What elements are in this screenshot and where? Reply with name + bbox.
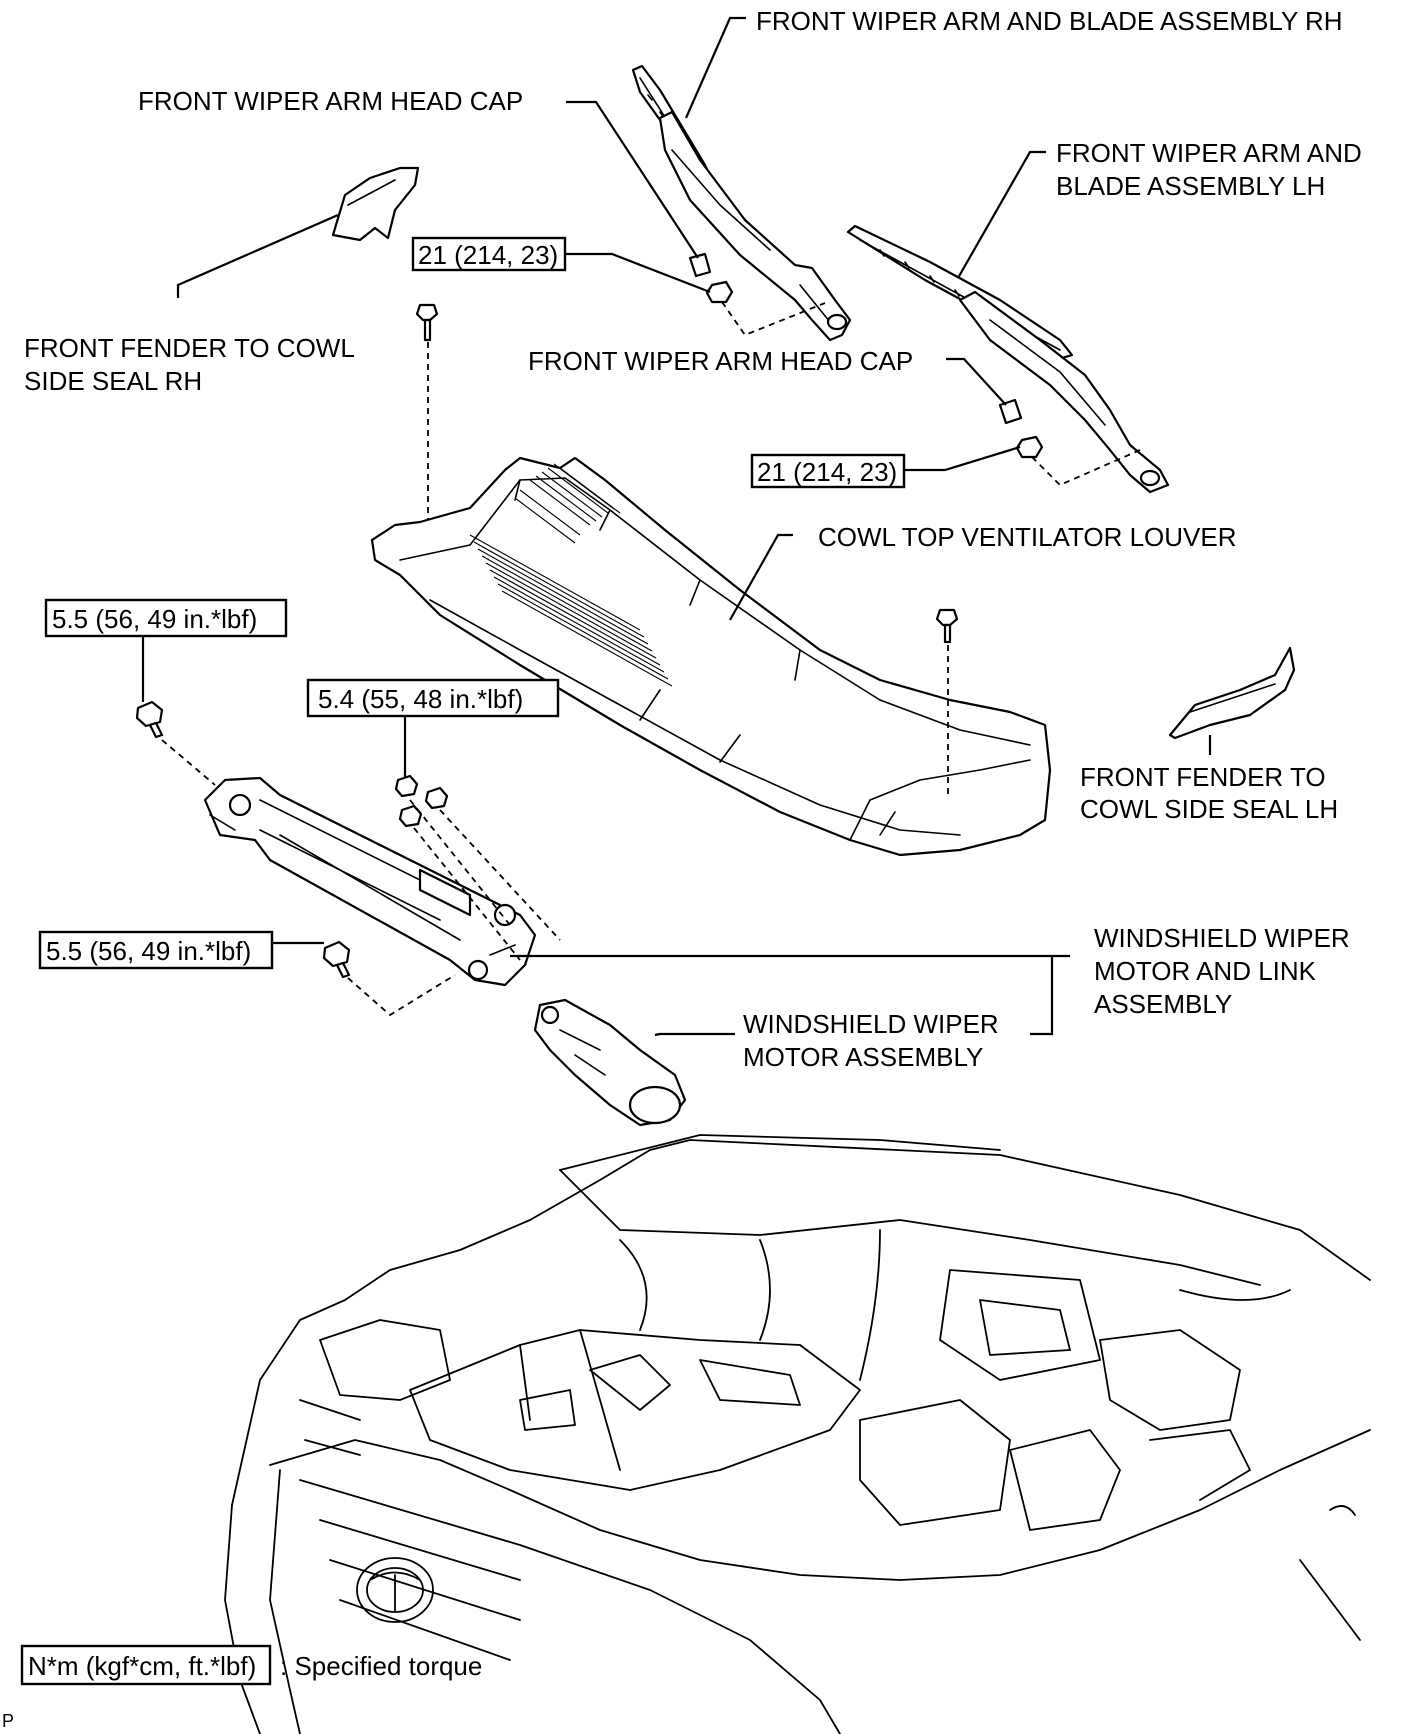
legend-description: : Specified torque: [280, 1651, 482, 1681]
leader-lines: [141, 16, 1212, 1037]
wiper-arm-lh: [846, 224, 1170, 494]
vehicle-engine-bay: [224, 1134, 1371, 1734]
label-motor-1: WINDSHIELD WIPER: [743, 1009, 999, 1039]
corner-mark: P: [2, 1711, 14, 1731]
wiper-arm-rh: [631, 64, 852, 342]
torque-specs: 21 (214, 23) 21 (214, 23) 5.5 (56, 49 in…: [38, 236, 906, 970]
label-wiper-arm-rh: FRONT WIPER ARM AND BLADE ASSEMBLY RH: [756, 6, 1343, 36]
nut-rh-dash: [721, 301, 826, 337]
label-fender-seal-lh-1: FRONT FENDER TO: [1080, 762, 1326, 792]
part-labels: FRONT WIPER ARM AND BLADE ASSEMBLY RH FR…: [24, 6, 1362, 1072]
label-head-cap-1: FRONT WIPER ARM HEAD CAP: [138, 86, 523, 116]
label-fender-seal-rh-2: SIDE SEAL RH: [24, 366, 202, 396]
legend-unit: N*m (kgf*cm, ft.*lbf): [28, 1651, 256, 1681]
label-motor-link-1: WINDSHIELD WIPER: [1094, 923, 1350, 953]
nut-lh: [1015, 435, 1044, 459]
clip-lh: [935, 608, 959, 644]
label-motor-link-3: ASSEMBLY: [1094, 989, 1232, 1019]
vehicle-emblem: [356, 1557, 434, 1623]
torque-box-arm-nut-lh: [750, 453, 906, 489]
bolt-link-lower-dash: [347, 974, 456, 1017]
fender-seal-lh: [1168, 646, 1296, 740]
legend-unit-box: [20, 1644, 272, 1686]
label-wiper-arm-lh-1: FRONT WIPER ARM AND: [1056, 138, 1362, 168]
bolts-motor-dash: [409, 799, 561, 961]
wiper-link-assembly: [203, 776, 537, 987]
torque-box-link-upper: [44, 598, 288, 638]
clip-rh: [415, 303, 439, 342]
torque-box-motor-bolts: [306, 678, 560, 718]
torque-arm-nut-rh: 21 (214, 23): [418, 240, 558, 270]
label-motor-link-2: MOTOR AND LINK: [1094, 956, 1317, 986]
torque-box-arm-nut-rh: [411, 236, 567, 272]
head-cap-lh: [998, 398, 1023, 425]
torque-arm-nut-lh: 21 (214, 23): [757, 457, 897, 487]
label-fender-seal-rh-1: FRONT FENDER TO COWL: [24, 333, 355, 363]
fender-seal-rh: [331, 166, 420, 242]
label-wiper-arm-lh-2: BLADE ASSEMBLY LH: [1056, 171, 1325, 201]
torque-legend: N*m (kgf*cm, ft.*lbf) : Specified torque: [20, 1644, 482, 1686]
label-motor-2: MOTOR ASSEMBLY: [743, 1042, 983, 1072]
cowl-louver: [370, 456, 1052, 857]
torque-box-link-lower: [38, 930, 274, 970]
torque-link-upper: 5.5 (56, 49 in.*lbf): [52, 604, 257, 634]
label-cowl-louver: COWL TOP VENTILATOR LOUVER: [818, 522, 1237, 552]
torque-link-lower: 5.5 (56, 49 in.*lbf): [46, 936, 251, 966]
cowl-vent-hatch-left: [469, 534, 673, 687]
bolt-link-upper-dash: [161, 739, 216, 786]
bolt-link-lower: [322, 940, 351, 979]
bolt-link-upper: [135, 700, 164, 739]
head-cap-rh: [688, 252, 712, 278]
torque-motor-bolts: 5.4 (55, 48 in.*lbf): [318, 684, 523, 714]
wiper-motor: [533, 998, 687, 1127]
nut-lh-dash: [1031, 449, 1141, 487]
nut-rh: [705, 280, 734, 304]
label-fender-seal-lh-2: COWL SIDE SEAL LH: [1080, 794, 1338, 824]
bolts-motor: [394, 774, 449, 828]
label-head-cap-2: FRONT WIPER ARM HEAD CAP: [528, 346, 913, 376]
cowl-vent-hatch-right: [514, 463, 621, 544]
